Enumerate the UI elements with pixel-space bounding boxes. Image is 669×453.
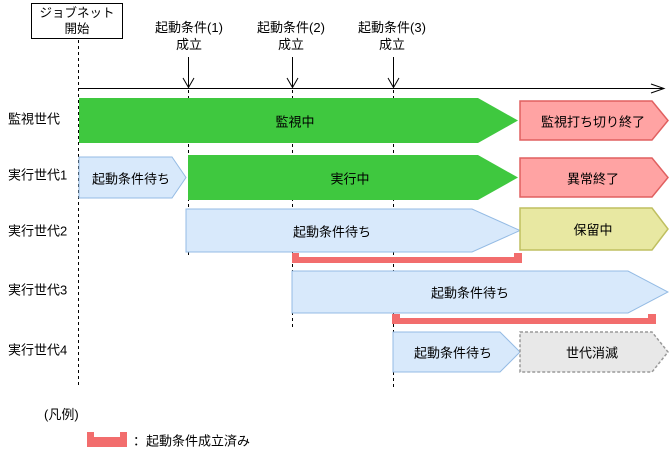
exec1-waiting-blue-arrow — [78, 156, 187, 199]
state-exec1-abnormal-end: 異常終了 — [566, 171, 620, 187]
exec2-hold-yellow-arrow — [519, 207, 669, 251]
row-label-monitoring-generation: 監視世代 — [8, 111, 61, 127]
monitoring-generation-green-bar — [79, 98, 518, 143]
state-monitoring-cutoff-end: 監視打ち切り終了 — [540, 114, 646, 130]
legend-item-label: ：起動条件成立済み — [133, 433, 251, 449]
condition-3-arrow-icon — [387, 57, 400, 89]
legend-red-bar-icon — [87, 432, 127, 447]
row-label-exec-generation-1: 実行世代1 — [8, 167, 68, 183]
jobnet-start-line2: 開始 — [64, 22, 90, 36]
exec3-waiting-blue-arrow — [291, 270, 669, 314]
jobnet-start-box: ジョブネット 開始 — [31, 3, 123, 39]
row-label-exec-generation-4: 実行世代4 — [8, 342, 68, 358]
legend-title: (凡例) — [44, 407, 79, 422]
row-label-exec-generation-3: 実行世代3 — [8, 282, 68, 298]
state-exec4-vanished: 世代消滅 — [565, 345, 619, 361]
state-exec1-waiting: 起動条件待ち — [91, 171, 171, 187]
exec4-waiting-blue-arrow — [392, 331, 521, 373]
condition-2-established: 成立 — [277, 37, 305, 52]
exec1-running-green-bar — [188, 155, 518, 200]
jobnet-start-line1: ジョブネット — [39, 6, 115, 20]
condition-3-established: 成立 — [378, 37, 406, 52]
state-exec2-hold: 保留中 — [573, 222, 613, 238]
condition-2-name: 起動条件(2) — [257, 20, 325, 35]
condition-1-established: 成立 — [175, 37, 203, 52]
condition-1-arrow-icon — [182, 57, 195, 89]
exec1-abnormal-end-pink-arrow — [519, 157, 669, 198]
state-exec3-waiting: 起動条件待ち — [430, 285, 510, 301]
row-label-exec-generation-2: 実行世代2 — [8, 223, 68, 239]
condition-2-arrow-icon — [286, 57, 299, 89]
exec2-waiting-blue-arrow — [185, 208, 522, 253]
exec3-condition-met-red-bar — [392, 314, 656, 324]
state-exec1-running: 実行中 — [330, 171, 370, 187]
time-axis-arrowhead-icon — [650, 83, 666, 94]
state-monitoring: 監視中 — [275, 114, 315, 130]
condition-3-name: 起動条件(3) — [358, 20, 426, 35]
monitoring-cutoff-end-pink-arrow — [519, 100, 669, 141]
state-exec4-waiting: 起動条件待ち — [413, 345, 493, 361]
state-exec2-waiting: 起動条件待ち — [292, 224, 372, 240]
exec2-condition-met-red-bar — [292, 253, 522, 263]
condition-1-name: 起動条件(1) — [155, 20, 223, 35]
condition-2-label: 起動条件(2) 成立 — [257, 19, 325, 53]
exec4-generation-vanished-gray-arrow — [519, 331, 669, 373]
condition-1-label: 起動条件(1) 成立 — [155, 19, 223, 53]
condition-3-label: 起動条件(3) 成立 — [358, 19, 426, 53]
